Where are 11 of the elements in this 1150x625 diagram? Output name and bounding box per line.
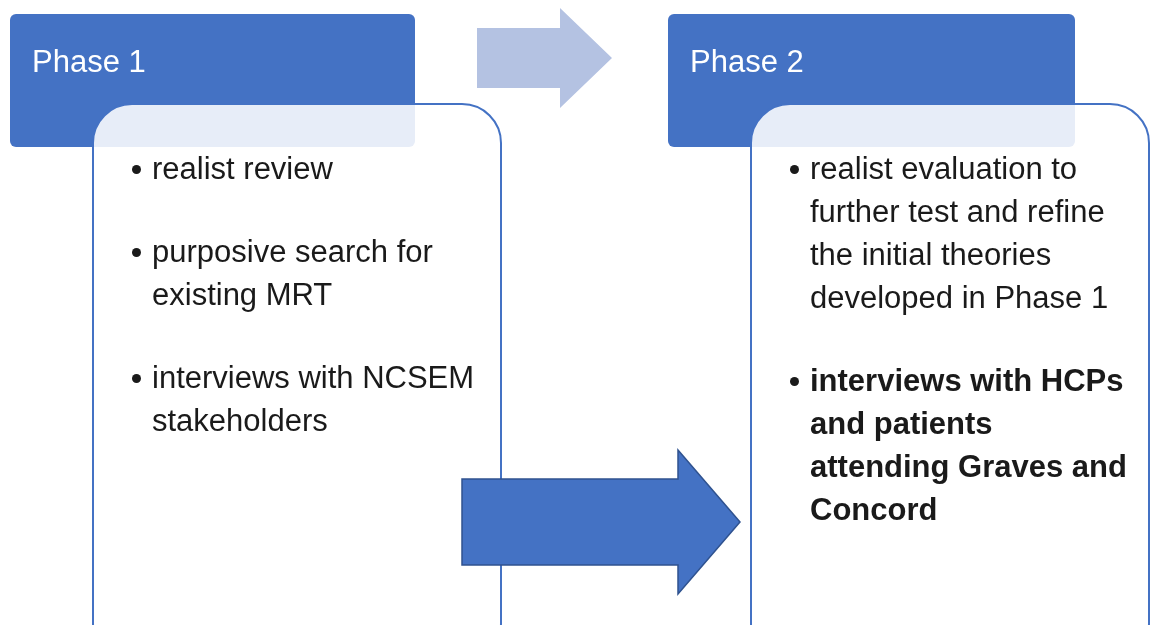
- phase-title: Phase 2: [690, 44, 804, 79]
- block-arrow: [461, 447, 741, 597]
- bullet-text: purposive search for existing MRT: [152, 234, 433, 312]
- bullet-text: interviews with NCSEM stakeholders: [152, 360, 475, 438]
- bullet-text: realist evaluation to further test and refine the initial theories developed in Phase 1: [810, 151, 1109, 315]
- phase-title: Phase 1: [32, 44, 146, 79]
- block-arrow: [477, 8, 612, 108]
- bullet-text: realist review: [152, 151, 333, 186]
- bullet-text: interviews with HCPs and patients attending Graves and Concord: [810, 363, 1127, 527]
- content-panel: [92, 103, 502, 625]
- content-panel: [750, 103, 1150, 625]
